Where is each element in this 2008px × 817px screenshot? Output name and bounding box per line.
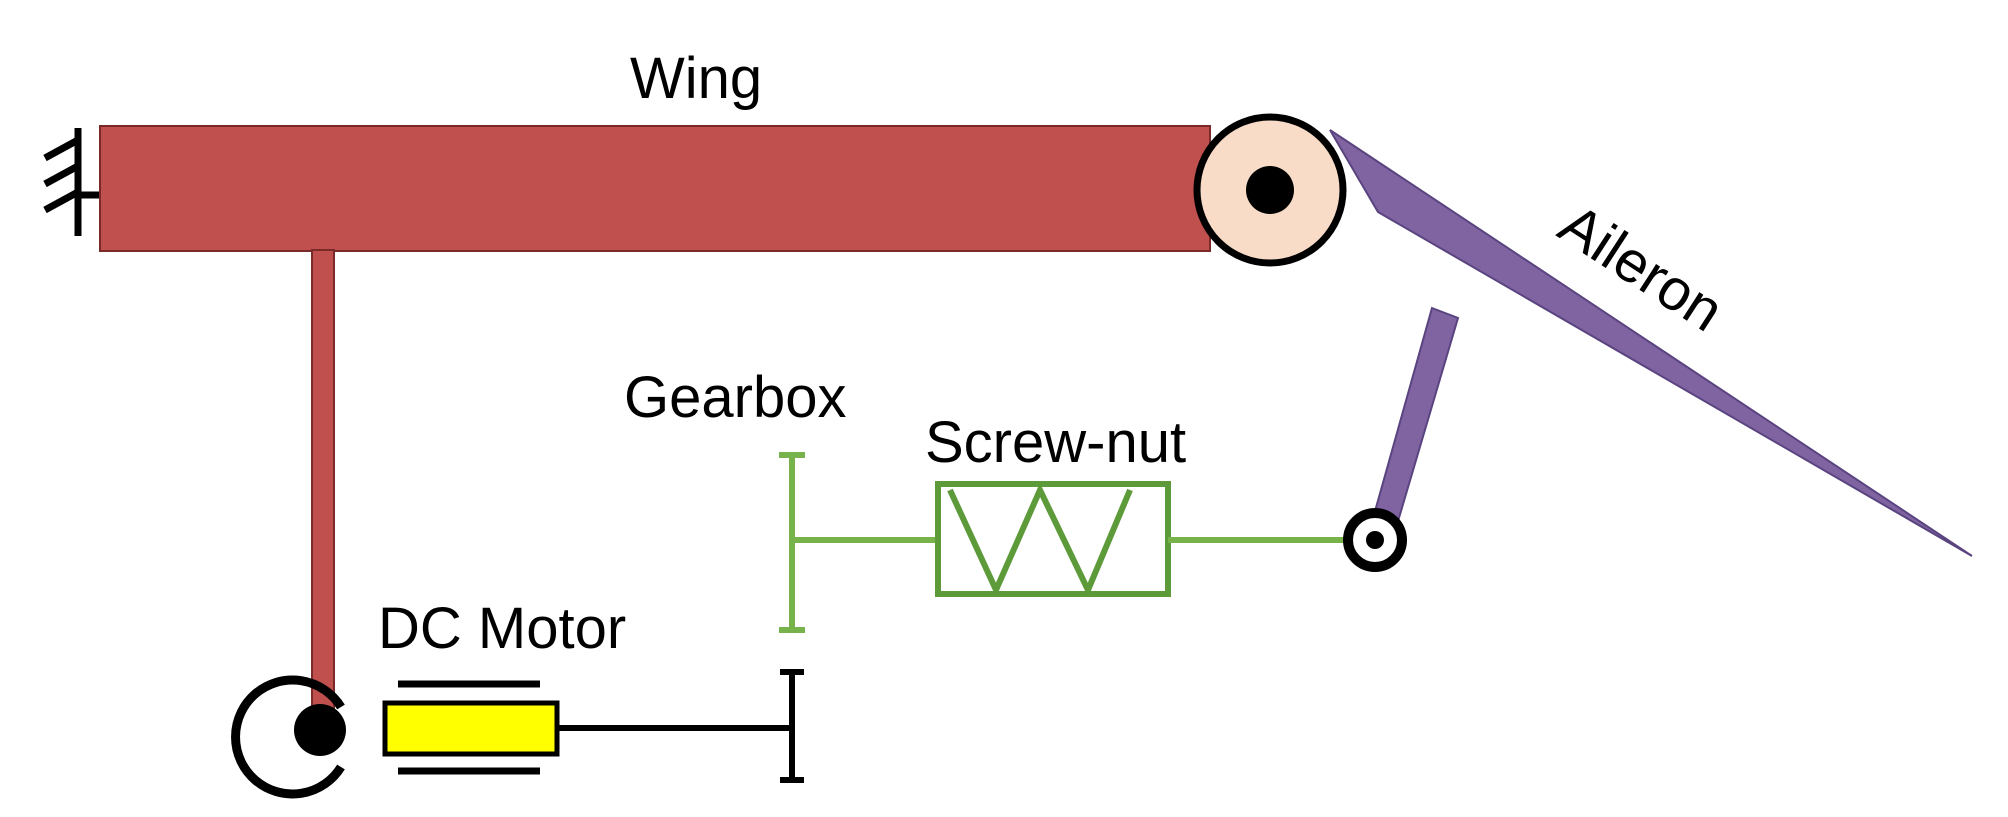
motor-mount-pivot [231,675,345,799]
ground-support [43,128,100,236]
dc-motor [382,680,560,775]
wing-label: Wing [630,46,762,111]
motor-mount-pin [294,704,346,756]
horn-joint-pin [1366,531,1384,549]
gearbox-lower-gear [780,669,804,783]
gearbox-label: Gearbox [624,365,846,430]
hinge-pin [1246,166,1294,214]
dc-motor-label: DC Motor [378,596,626,661]
wing-beam [99,125,1211,252]
screw-nut-label: Screw-nut [925,410,1186,475]
aileron-surface [1329,129,1973,557]
aileron-horn [1370,306,1460,530]
wing-strut [311,249,335,709]
screw-nut [935,481,1171,598]
